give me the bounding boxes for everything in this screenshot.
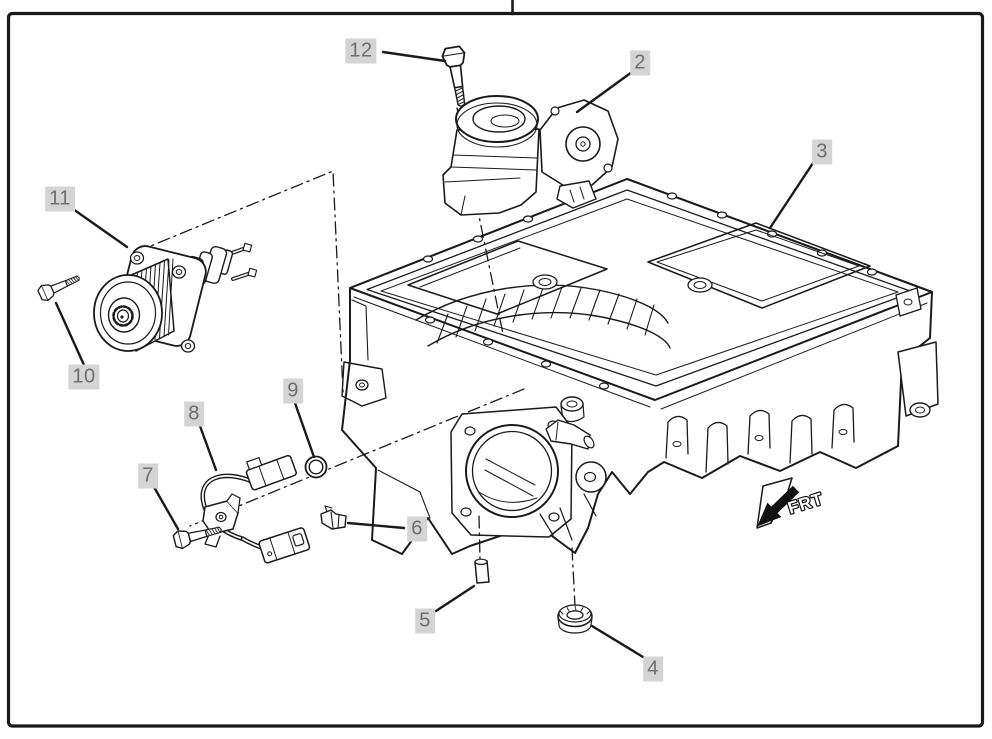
callout-label-10: 10 — [68, 364, 100, 390]
o-ring-drawing — [304, 455, 328, 479]
rotor-rib-lines — [436, 286, 655, 344]
callout-label-2: 2 — [630, 50, 650, 76]
callout-leader-lines — [54, 50, 815, 662]
callout-8-leader — [198, 424, 218, 472]
figure-border — [6, 11, 985, 728]
callout-label-7: 7 — [138, 463, 158, 489]
frt-arrow-solid — [757, 485, 800, 527]
callout-label-3: 3 — [812, 139, 832, 165]
callout-2-leader — [575, 70, 634, 114]
throttle-body-bolt-drawing — [440, 44, 474, 110]
retaining-clip-drawing — [320, 505, 347, 530]
callout-5-leader — [434, 584, 476, 613]
callout-9-leader — [293, 401, 316, 459]
callout-4-leader — [590, 624, 650, 662]
throttle-body-drawing — [442, 95, 619, 216]
callout-6-leader — [346, 521, 406, 530]
dowel-pin-drawing — [474, 558, 490, 584]
callout-label-6: 6 — [407, 516, 427, 542]
wiring-harness-drawing — [200, 454, 311, 564]
seal-axis-line — [571, 547, 576, 607]
callout-label-9: 9 — [283, 378, 303, 404]
seal-drawing — [557, 604, 593, 634]
assembly-axis-lines — [135, 107, 576, 607]
pulley-bolt-drawing — [36, 269, 84, 304]
callout-label-11: 11 — [45, 186, 75, 212]
callout-label-8: 8 — [184, 401, 204, 427]
callout-label-12: 12 — [345, 38, 377, 64]
drive-pulley-assembly-drawing — [93, 242, 258, 353]
callout-3-leader — [768, 161, 815, 230]
right-face-webs — [665, 403, 855, 473]
callout-11-leader — [71, 207, 129, 249]
callout-12-leader — [381, 50, 447, 63]
callout-label-4: 4 — [643, 656, 663, 682]
callout-7-leader — [152, 485, 180, 531]
harness-axis-line — [189, 388, 525, 527]
pin-axis-line — [478, 515, 481, 560]
callout-label-5: 5 — [415, 608, 435, 634]
pulley-axis-line — [135, 170, 344, 393]
frt-direction-arrow: FRT — [756, 477, 827, 529]
callout-10-leader — [54, 301, 86, 367]
throttle-bolt-axis-line — [456, 107, 504, 335]
supercharger-assembly-drawing — [341, 178, 939, 555]
